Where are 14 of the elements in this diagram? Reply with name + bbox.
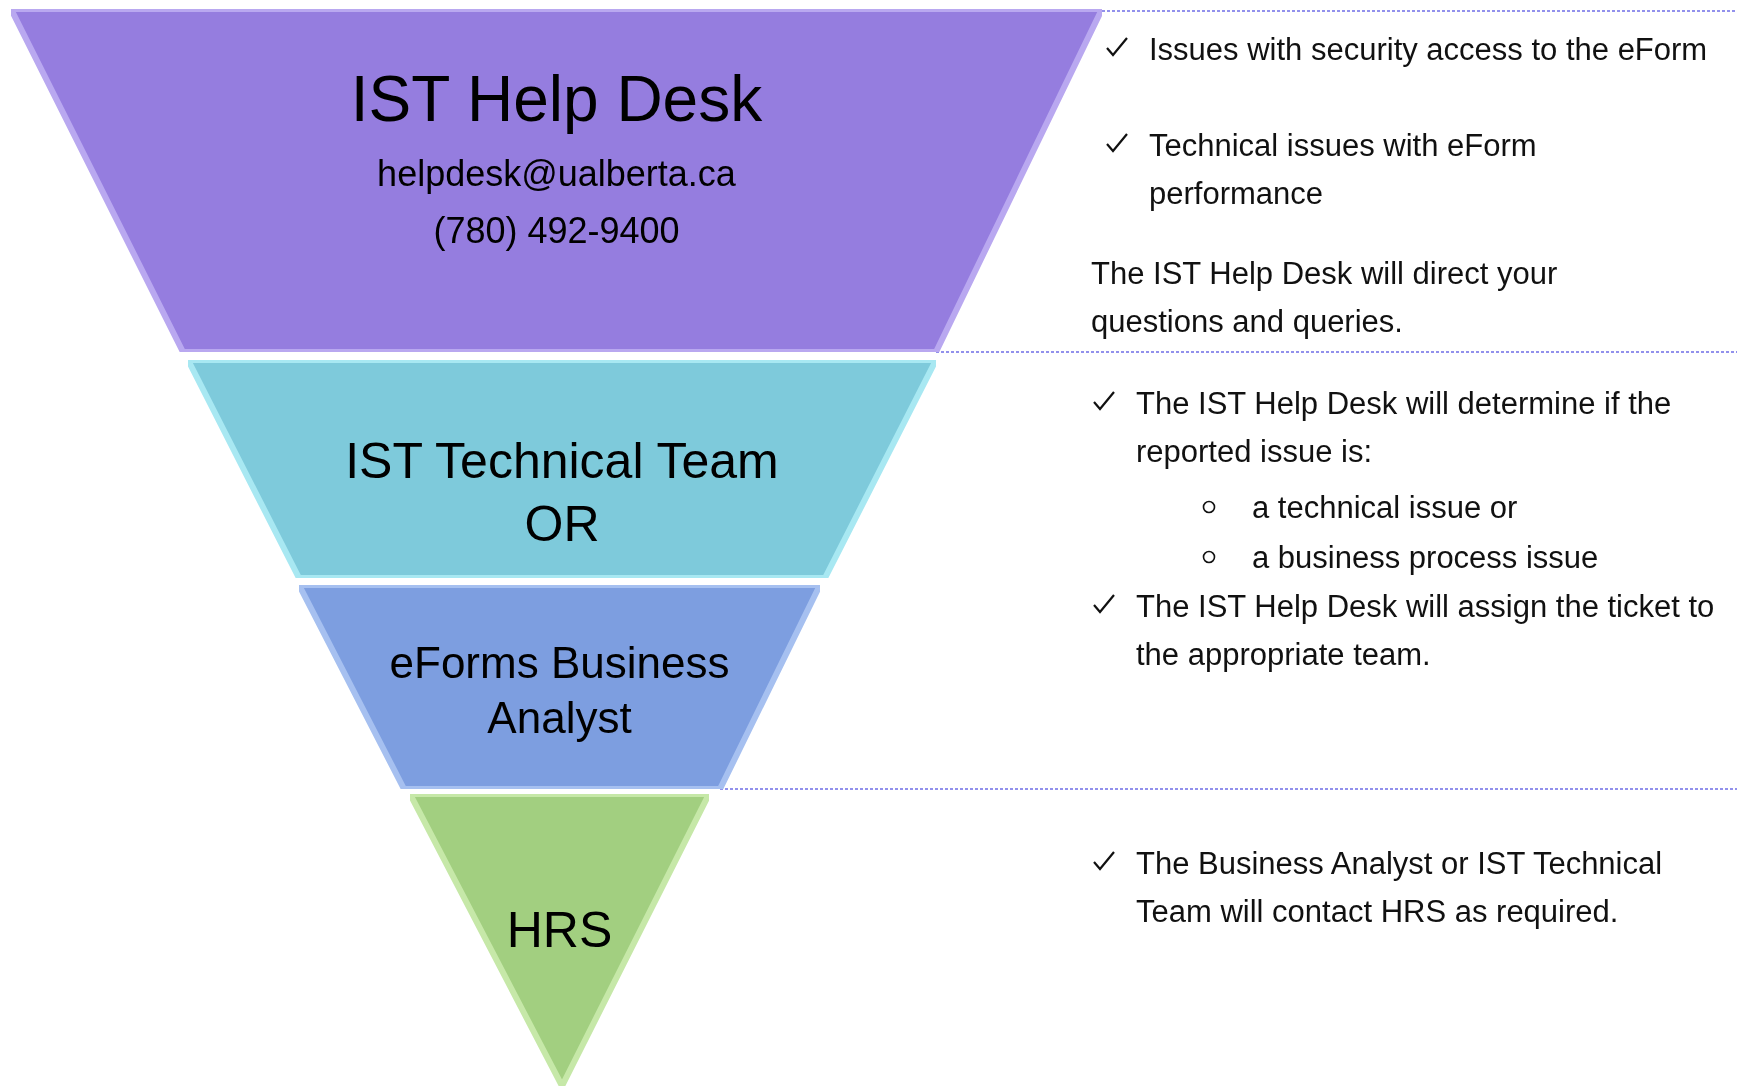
note-text: a technical issue or [1252,489,1519,527]
band-title: IST Help Desk [350,62,763,137]
note-text: The Business Analyst or IST Technical Team will contact HRS as required. [1136,845,1664,931]
contact-text: helpdesk@ualberta.ca [377,152,736,196]
note-text: a business process issue [1252,539,1600,577]
contact-text: (780) 492-9400 [433,209,680,253]
note-text: The IST Help Desk will determine if the reported issue is: [1136,385,1673,471]
band-title: IST Technical Team OR [344,432,780,554]
band-title: HRS [506,901,613,960]
band-title: eForms Business Analyst [388,637,731,744]
note-text: The IST Help Desk will assign the ticket to the appropriate team. [1136,588,1716,674]
note-text: Issues with security access to the eForm [1149,31,1709,69]
note-text: Technical issues with eForm performance [1149,127,1538,213]
note-text: The IST Help Desk will direct your questions and queries. [1091,255,1559,341]
